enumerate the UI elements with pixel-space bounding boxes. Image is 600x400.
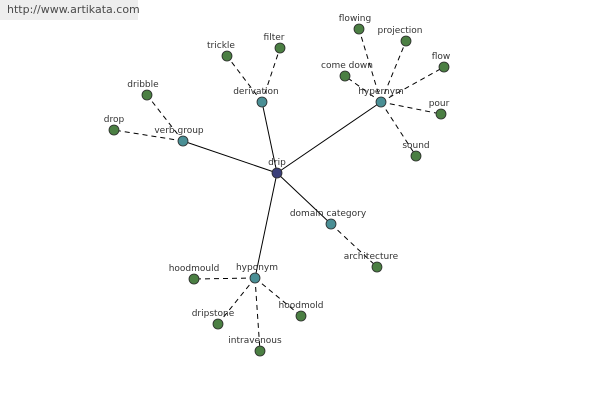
leaf-node-dripstone[interactable] [212,318,224,330]
leaf-label-pour[interactable]: pour [429,99,450,109]
site-url-banner[interactable]: http://www.artikata.com [0,0,140,20]
graph-edges [113,28,445,352]
relation-node-hypernym[interactable] [375,96,387,108]
edge-root-hypernym [276,101,382,174]
leaf-node-architecture[interactable] [371,261,383,273]
leaf-label-dribble[interactable]: dribble [127,80,159,90]
edge-hypernym-flow [380,66,445,103]
leaf-label-architecture[interactable]: architecture [344,252,399,262]
edge-hypernym-pour [380,101,442,115]
leaf-node-dribble[interactable] [141,89,153,101]
leaf-node-flowing[interactable] [353,23,365,35]
leaf-node-projection[interactable] [400,35,412,47]
relation-label-derivation[interactable]: derivation [233,87,279,97]
leaf-label-come-down[interactable]: come down [321,61,373,71]
leaf-label-flowing[interactable]: flowing [339,14,371,24]
leaf-node-hoodmold[interactable] [295,310,307,322]
edge-domain-category-architecture [330,223,378,268]
edge-derivation-filter [261,47,281,103]
leaf-label-sound[interactable]: sound [402,141,429,151]
edge-hyponym-intravenous [254,277,261,352]
edge-hyponym-hoodmold [254,277,302,317]
edge-root-derivation [261,101,278,174]
leaf-label-flow[interactable]: flow [432,52,451,62]
relation-node-domain-category[interactable] [325,218,337,230]
leaf-node-trickle[interactable] [221,50,233,62]
root-label[interactable]: drip [268,158,286,168]
root-node-drip[interactable] [271,167,283,179]
edge-hypernym-flowing [358,28,382,103]
leaf-label-hoodmould[interactable]: hoodmould [169,264,220,274]
edge-root-hyponym [254,172,278,279]
leaf-label-filter[interactable]: filter [264,33,285,43]
leaf-node-sound[interactable] [410,150,422,162]
leaf-node-come-down[interactable] [339,70,351,82]
edge-hypernym-sound [380,101,417,157]
leaf-node-filter[interactable] [274,42,286,54]
relation-node-hyponym[interactable] [249,272,261,284]
edge-hypernym-projection [380,40,407,103]
leaf-node-pour[interactable] [435,108,447,120]
edge-hypernym-come-down [344,75,382,103]
edge-derivation-trickle [226,55,263,103]
leaf-label-dripstone[interactable]: dripstone [192,309,235,319]
leaf-label-projection[interactable]: projection [378,26,423,36]
graph-nodes [108,23,450,357]
edge-verb-group-dribble [146,94,184,142]
leaf-label-intravenous[interactable]: intravenous [228,336,282,346]
relation-label-hyponym[interactable]: hyponym [236,263,278,273]
relation-label-domain-category[interactable]: domain category [290,209,367,219]
relation-node-derivation[interactable] [256,96,268,108]
leaf-node-drop[interactable] [108,124,120,136]
leaf-node-intravenous[interactable] [254,345,266,357]
leaf-node-flow[interactable] [438,61,450,73]
leaf-label-drop[interactable]: drop [104,115,125,125]
leaf-node-hoodmould[interactable] [188,273,200,285]
edge-verb-group-drop [113,129,184,142]
leaf-label-trickle[interactable]: trickle [207,41,235,51]
edge-hyponym-dripstone [217,277,256,325]
leaf-label-hoodmold[interactable]: hoodmold [279,301,324,311]
relation-node-verb-group[interactable] [177,135,189,147]
edge-root-domain-category [276,172,332,225]
graph-labels: trickle filter derivation flowing projection… [104,14,450,346]
edge-root-verb-group [182,140,278,174]
relation-label-hypernym[interactable]: hypernym [358,87,404,97]
relation-label-verb-group[interactable]: verb group [154,126,204,136]
edge-hyponym-hoodmould [193,277,256,280]
